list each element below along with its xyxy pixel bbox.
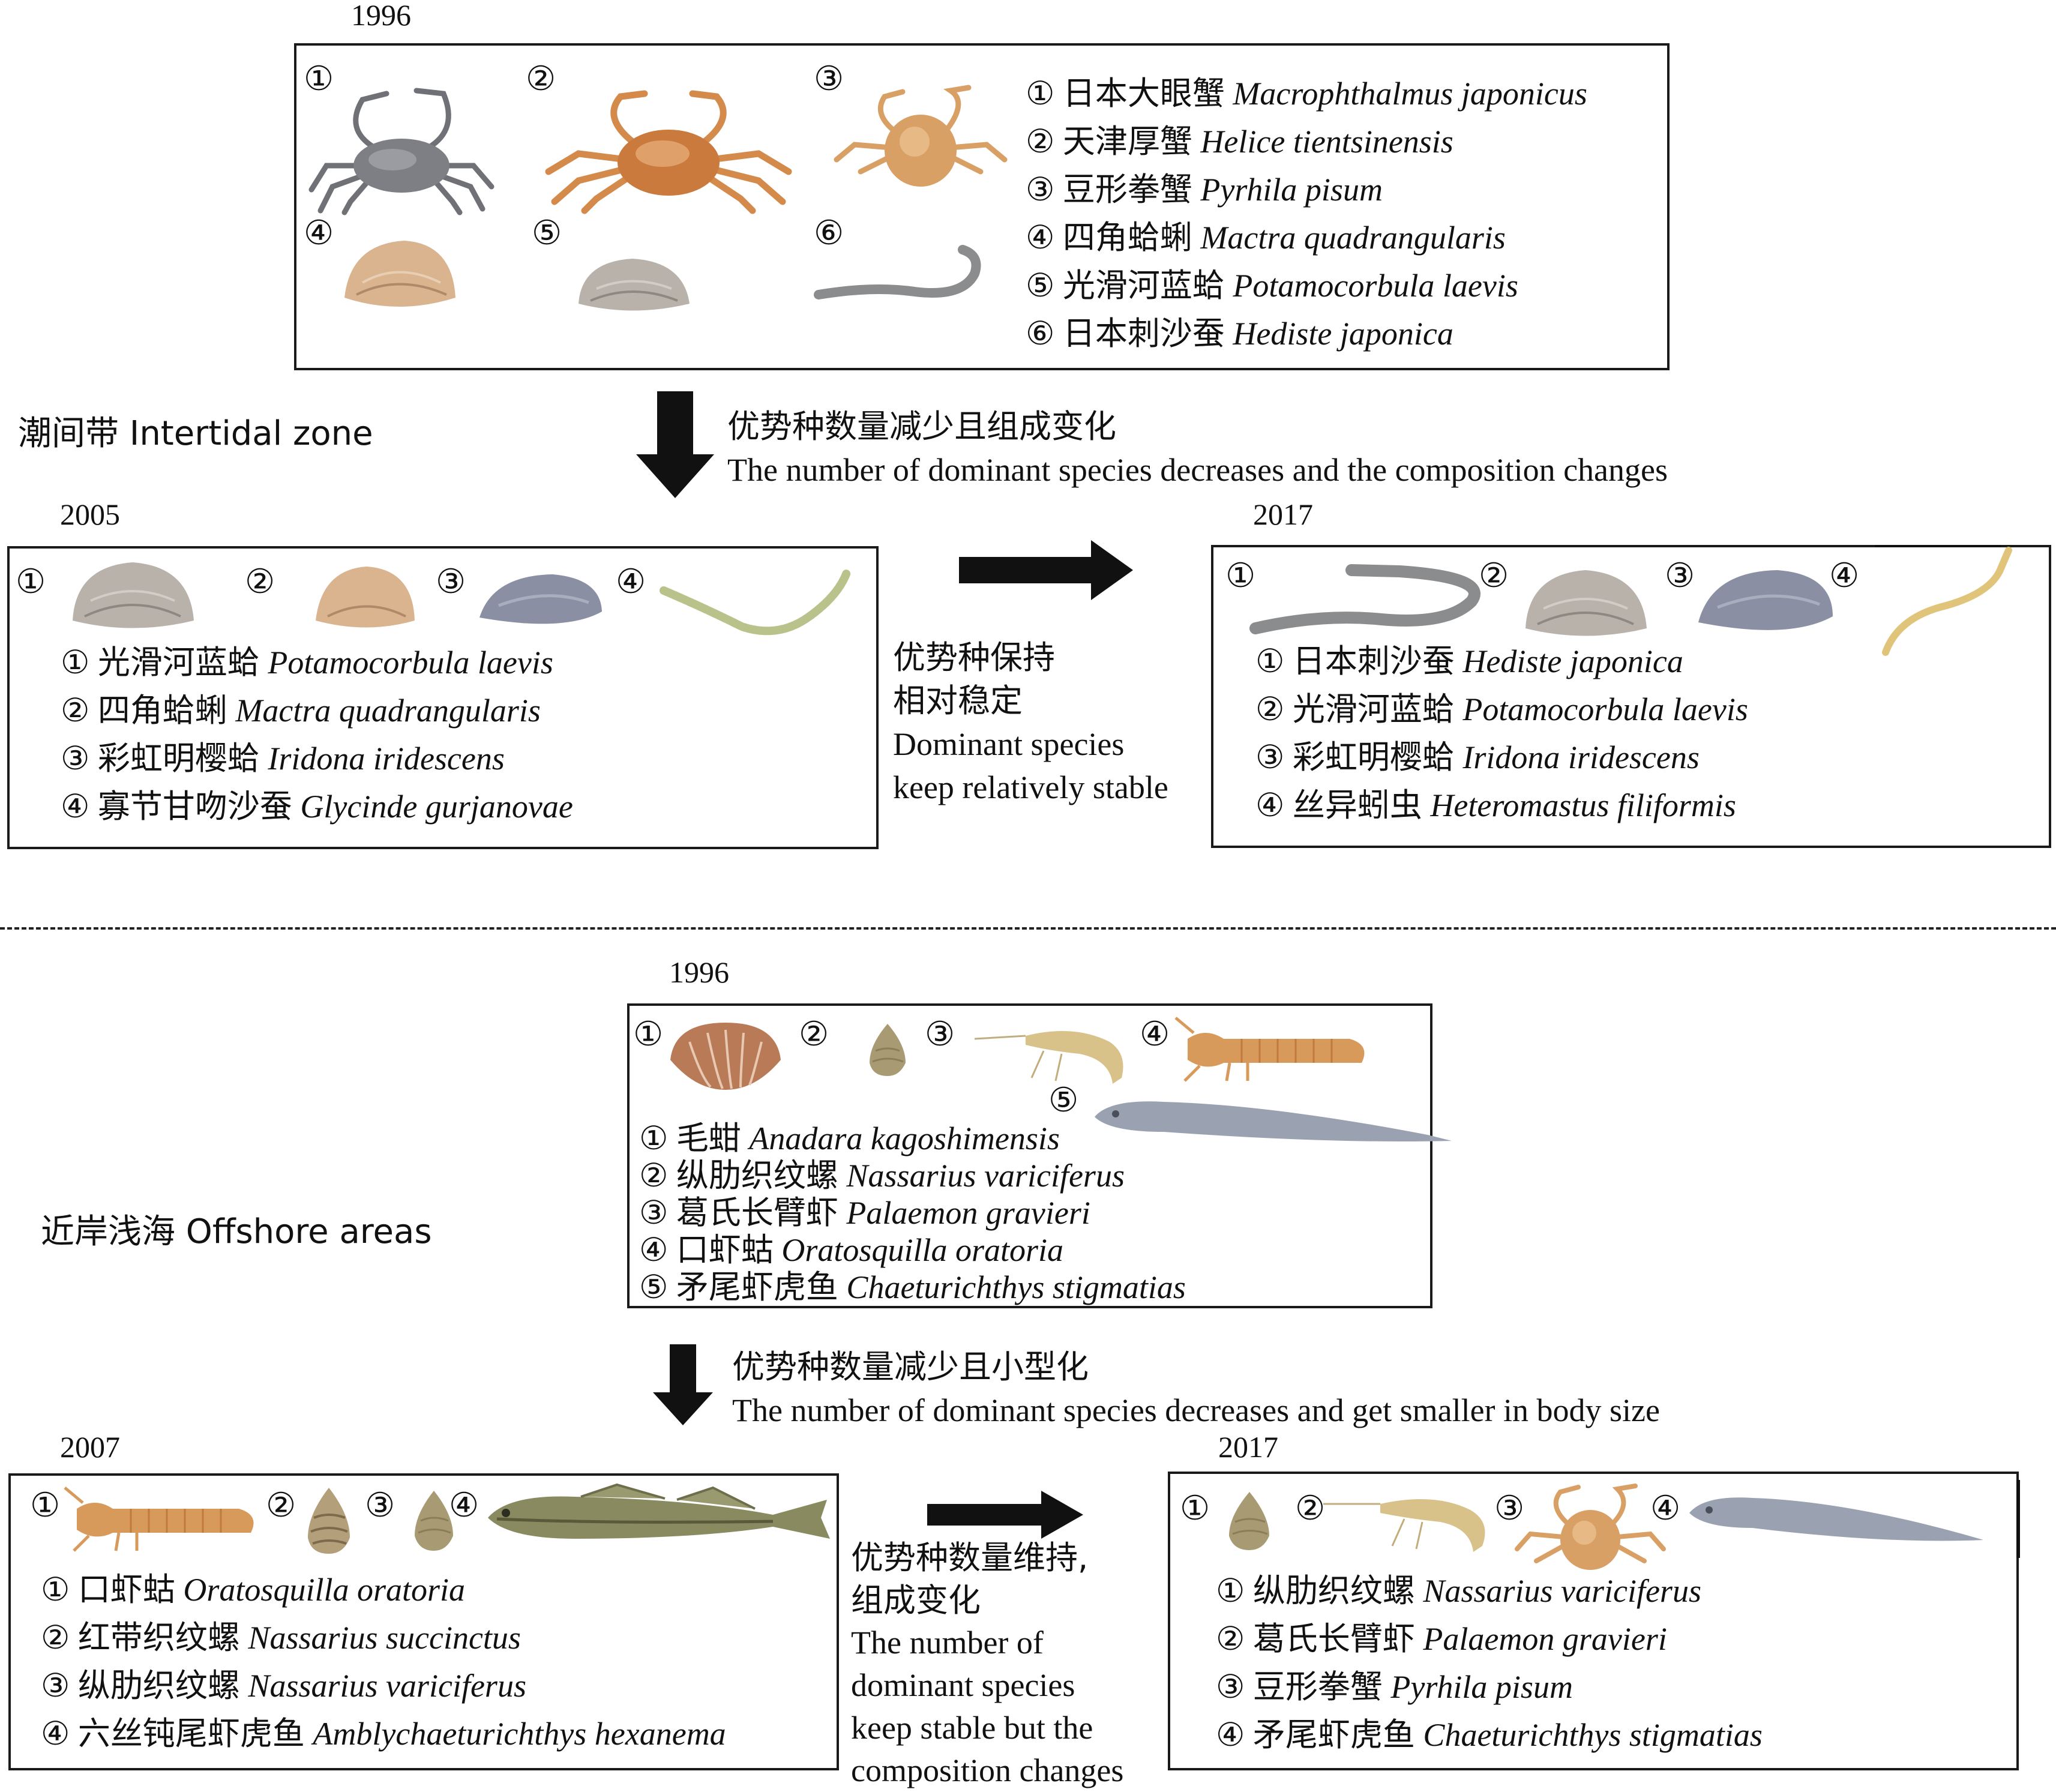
snail-image [1229,1492,1269,1550]
crab-gray-image [308,88,494,215]
year-label-intertidal-1996: 1996 [351,0,411,32]
side-transition-offshore: 优势种数量维持, 组成变化 The number of dominant spe… [851,1539,1124,1788]
year-label-offshore-2007: 2007 [60,1430,120,1464]
image-border-line [1875,545,2001,547]
down-arrow-icon [653,1344,713,1425]
species-num: ③ [1665,556,1695,595]
species-num: ④ [1650,1489,1681,1528]
species-list: ① 纵肋织纹螺 Nassarius variciferus ② 葛氏长臂虾 Pa… [1216,1572,1763,1754]
year-label-intertidal-2017: 2017 [1253,498,1313,531]
down-arrow-icon [636,391,714,498]
year-label-offshore-2017: 2017 [1218,1430,1278,1464]
species-num: ③ [365,1486,395,1525]
mantis-shrimp-image [64,1487,254,1552]
zone-divider [0,927,2056,930]
species-num: ④ [1140,1015,1170,1054]
species-list: ① 毛蚶 Anadara kagoshimensis ② 纵肋织纹螺 Nassa… [639,1119,1186,1306]
species-num: ② [245,562,275,601]
shrimp-image [1323,1499,1485,1552]
species-num: ⑤ [1048,1081,1079,1120]
species-num: ② [799,1015,829,1054]
species-list: ① 口虾蛄 Oratosquilla oratoria ② 红带织纹螺 Nass… [41,1571,726,1752]
species-num: ① [304,59,334,98]
image-border-line [2016,1480,2020,1558]
species-num: ④ [449,1486,479,1525]
species-num: ③ [814,59,844,98]
species-num: ② [1479,556,1509,595]
intertidal-2017-box: ① ② ③ ④ ① 日本刺沙蚕 Hediste japonica ② 光滑河蓝蛤… [1211,545,2051,848]
clam-tan-image [316,567,415,628]
crab-orange-image [545,90,792,214]
species-num: ⑥ [814,214,844,253]
species-num: ② [526,59,556,98]
crab-tan-image [834,85,1008,187]
snail-image [308,1488,350,1554]
transition-text-intertidal: 优势种数量减少且组成变化 The number of dominant spec… [727,407,1668,488]
zone-label-intertidal: 潮间带 Intertidal zone [18,414,373,453]
species-list: ① 日本刺沙蚕 Hediste japonica ② 光滑河蓝蛤 Potamoc… [1255,642,1748,824]
intertidal-2005-box: ① ② ③ ④ ① 光滑河蓝蛤 Potamocorbula laevis ② 四… [7,546,879,849]
right-arrow-icon [927,1491,1083,1539]
fish-image [488,1483,830,1539]
species-list: ① 日本大眼蟹 Macrophthalmus japonicus ② 天津厚蟹 … [1026,74,1587,352]
zone-label-offshore: 近岸浅海 Offshore areas [41,1212,432,1251]
species-num: ③ [1494,1489,1525,1528]
species-num: ④ [616,562,646,601]
transition-text-offshore: 优势种数量减少且小型化 The number of dominant speci… [732,1348,1660,1428]
species-num: ① [16,562,46,601]
shrimp-image [974,1031,1123,1084]
species-num: ② [266,1486,296,1525]
year-label-offshore-1996: 1996 [669,955,729,989]
worm-yellow-image [1882,547,2012,656]
clam-blue-image [1698,570,1833,630]
species-num: ② [1295,1489,1326,1528]
snail-image [870,1024,906,1076]
species-num: ⑤ [532,214,562,253]
clam-gray-image [579,259,690,311]
worm-green-image [660,568,851,636]
side-transition-intertidal: 优势种保持 相对稳定 Dominant species keep relativ… [893,639,1168,805]
species-num: ④ [1829,556,1860,595]
year-label-intertidal-2005: 2005 [60,498,120,531]
snail-image [415,1491,453,1551]
worm-gray-image [1249,564,1480,634]
species-list: ① 光滑河蓝蛤 Potamocorbula laevis ② 四角蛤蜊 Mact… [61,643,573,825]
species-num: ③ [925,1015,955,1054]
species-num: ③ [436,562,466,601]
species-num: ④ [304,214,334,253]
offshore-1996-box: ① ② ③ ④ ⑤ ① 毛蚶 Anadara kagoshimensis ② 纵… [627,1003,1452,1308]
goby-image [1689,1497,1983,1541]
clam-tan-image [344,241,455,307]
goby-image [1095,1101,1452,1141]
species-num: ① [1180,1489,1210,1528]
intertidal-1996-box: ① ② ③ ④ ⑤ ⑥ [294,43,1670,370]
species-num: ① [30,1486,61,1525]
right-arrow-icon [959,540,1133,600]
offshore-2007-box: ① ② ③ ④ ① 口虾蛄 Oratosquilla oratoria ② 红带… [8,1473,839,1770]
clam-gray-image [73,562,194,628]
worm-gray-image [814,245,981,299]
species-num: ① [1225,556,1256,595]
clam-blue-image [479,574,602,624]
ark-shell-image [670,1023,781,1090]
clam-gray-image [1525,570,1647,636]
species-num: ① [633,1015,664,1054]
crab-tan-image [1515,1484,1666,1570]
offshore-2017-box: ① ② ③ ④ ① 纵肋织纹螺 Nassarius variciferus ② … [1168,1472,2020,1770]
mantis-shrimp-image [1174,1017,1365,1082]
